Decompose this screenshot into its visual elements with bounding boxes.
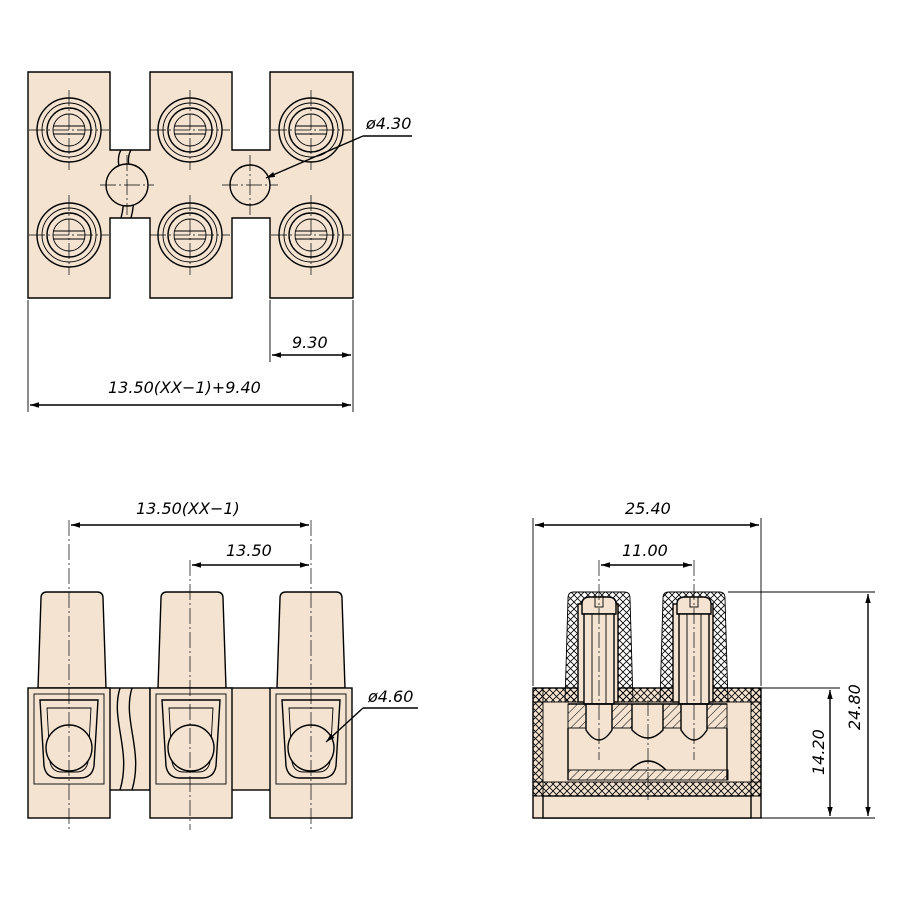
screw-head xyxy=(150,90,230,170)
screw-spacing-label: 11.00 xyxy=(622,541,668,560)
top-view: ø4.30 9.30 13.50(XX−1)+9.40 xyxy=(27,71,412,412)
body-web xyxy=(227,687,273,791)
screw-head xyxy=(29,90,109,170)
front-block xyxy=(149,687,233,819)
total-height-label: 24.80 xyxy=(845,684,864,730)
front-view: 13.50(XX−1) 13.50 ø4.60 xyxy=(27,499,418,830)
screw-cap xyxy=(157,591,227,689)
side-view: 25.40 11.00 14.20 24.80 xyxy=(532,499,875,819)
top-hole-diameter-label: ø4.30 xyxy=(365,114,411,133)
front-span-label: 13.50(XX−1) xyxy=(136,499,240,518)
edge-pitch-label: 9.30 xyxy=(292,333,328,352)
clamp-section xyxy=(567,703,587,729)
body-height-label: 14.20 xyxy=(809,729,828,775)
front-hole-diameter-label: ø4.60 xyxy=(367,687,413,706)
overall-width-label: 13.50(XX−1)+9.40 xyxy=(108,378,261,397)
screw-head xyxy=(271,90,351,170)
front-pitch-label: 13.50 xyxy=(226,541,272,560)
screw-head xyxy=(150,195,230,275)
body-web xyxy=(105,687,151,791)
top-view-outline xyxy=(27,71,354,299)
screw-cap xyxy=(37,591,107,689)
screw-head xyxy=(29,195,109,275)
side-width-label: 25.40 xyxy=(625,499,671,518)
screw-head xyxy=(271,195,351,275)
